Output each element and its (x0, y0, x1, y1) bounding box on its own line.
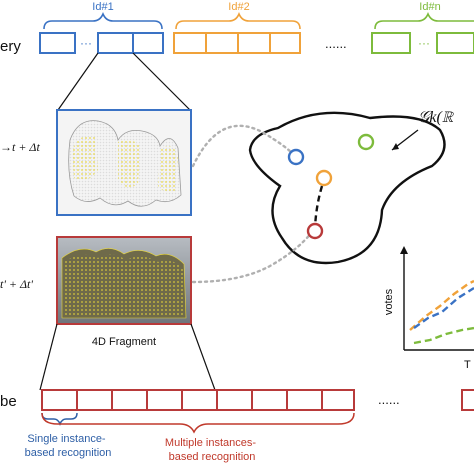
gallery-cell (269, 32, 301, 54)
probe-cell (216, 389, 253, 411)
single-recognition-label: Single instance- based recognition (25, 433, 112, 459)
zoom-line (190, 323, 216, 391)
votes-series-green (413, 326, 474, 345)
gallery-group-2: Id#2 (173, 1, 301, 54)
gallery-id-2: Id#2 (228, 1, 249, 13)
face-mesh-highlight (72, 135, 178, 193)
probe-sequence (41, 389, 355, 411)
gallery-brace-n (374, 11, 474, 30)
bottom-fragment (56, 236, 192, 325)
fragment-caption: 4D Fragment (92, 336, 156, 348)
probe-label: be (0, 393, 17, 410)
manifold-label: 𝒢k(ℝ (418, 109, 455, 126)
multiple-label-line2: based recognition (169, 451, 256, 463)
single-label-line1: Single instance- (27, 433, 106, 445)
multiple-recognition-label: Multiple instances- based recognition (165, 437, 259, 463)
gallery-id-1: Id#1 (92, 1, 113, 13)
votes-xlabel: T (464, 359, 471, 371)
gallery-brace-1 (43, 11, 163, 30)
probe-cell (286, 389, 323, 411)
gallery-inner-dots: ··· (80, 36, 92, 50)
gallery-cell (39, 32, 76, 54)
probe-cell (181, 389, 218, 411)
zoom-line (57, 52, 99, 111)
multiple-brace (41, 412, 355, 434)
gallery-point-blue (287, 148, 305, 166)
probe-ellipsis: ...... (378, 392, 400, 407)
gallery-inner-dots: ··· (418, 36, 430, 50)
gallery-cell (237, 32, 271, 54)
votes-series-orange (409, 279, 474, 331)
gallery-group-n: Id#n ··· (371, 1, 474, 54)
probe-cell-partial (461, 389, 474, 411)
arrow-head (400, 246, 408, 254)
top-time-label: →t + Δt (0, 140, 40, 154)
probe-cell (146, 389, 183, 411)
multiple-label-line1: Multiple instances- (165, 437, 256, 449)
gallery-group-1: Id#1 ··· (39, 1, 164, 54)
gallery-point-orange (315, 169, 333, 187)
trajectory (313, 185, 324, 229)
gallery-cell (132, 32, 164, 54)
dotted-connector-top (191, 124, 297, 168)
probe-cell (76, 389, 113, 411)
probe-cell (321, 389, 355, 411)
gallery-point-green (357, 133, 375, 151)
probe-cell (251, 389, 288, 411)
gallery-brace-2 (175, 11, 301, 30)
face-mesh-bottom-dots (64, 254, 184, 316)
gallery-cell (436, 32, 474, 54)
gallery-cell (371, 32, 411, 54)
probe-point-red (306, 222, 324, 240)
zoom-line (39, 323, 58, 391)
votes-chart: votes T (383, 246, 474, 371)
arrow-head (392, 143, 399, 150)
probe-cell (111, 389, 148, 411)
gallery-cell (173, 32, 207, 54)
bottom-time-label: t' + Δt' (0, 277, 33, 291)
top-fragment (56, 109, 192, 216)
dotted-connector-bottom (191, 230, 314, 284)
probe-cell (41, 389, 78, 411)
gallery-ellipsis: ...... (325, 36, 347, 51)
gallery-cell (97, 32, 134, 54)
gallery-label: ery (0, 38, 21, 55)
single-label-line2: based recognition (25, 447, 112, 459)
gallery-id-n: Id#n (419, 1, 440, 13)
votes-series-blue (413, 286, 474, 329)
gallery-cell (205, 32, 239, 54)
manifold-shape (248, 111, 446, 265)
zoom-line (132, 52, 191, 111)
votes-ylabel: votes (383, 288, 395, 315)
